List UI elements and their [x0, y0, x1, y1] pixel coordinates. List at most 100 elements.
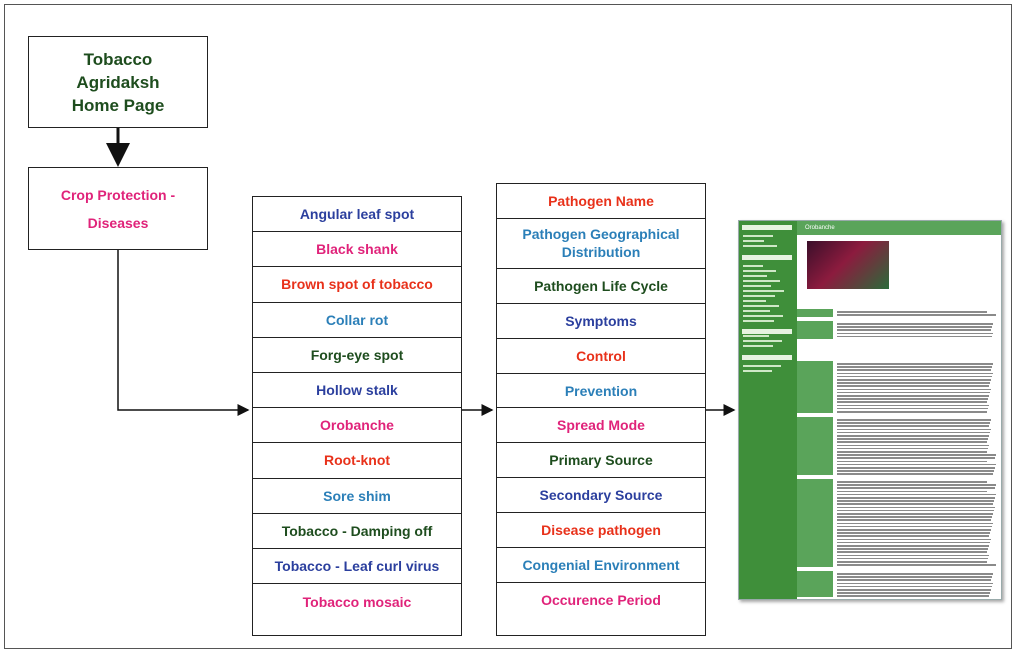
screenshot-sidebar-heading	[742, 355, 792, 360]
screenshot-text-line	[837, 444, 989, 447]
screenshot-text-line	[837, 422, 990, 424]
screenshot-sidebar-link	[743, 320, 774, 322]
attribute-item: Secondary Source	[497, 478, 705, 514]
screenshot-text-line	[837, 401, 987, 403]
screenshot-text-line	[837, 366, 992, 368]
screenshot-title: Orobanche	[805, 225, 835, 231]
screenshot-sidebar-link	[743, 335, 769, 337]
screenshot-text-line	[837, 447, 988, 450]
home-line-2: Agridaksh	[76, 72, 160, 92]
screenshot-text-line	[837, 326, 992, 328]
home-page-box: Tobacco Agridaksh Home Page	[28, 36, 208, 128]
screenshot-sidebar-link	[743, 245, 777, 247]
screenshot-text-line	[837, 441, 987, 443]
attribute-item: Pathogen Life Cycle	[497, 269, 705, 304]
disease-item: Root-knot	[253, 443, 461, 479]
screenshot-sidebar-link	[743, 365, 781, 367]
screenshot-sidebar-link	[743, 310, 770, 312]
screenshot-text-line	[837, 404, 989, 407]
screenshot-sidebar-link	[743, 345, 773, 347]
screenshot-sidebar-link	[743, 300, 766, 302]
screenshot-sidebar-link	[743, 235, 773, 237]
disease-item: Black shank	[253, 232, 461, 268]
attribute-item: Control	[497, 339, 705, 374]
screenshot-text-line	[837, 579, 991, 581]
screenshot-text-line	[837, 497, 995, 499]
screenshot-text-line	[837, 395, 989, 397]
screenshot-text-line	[837, 487, 995, 489]
attribute-item: Pathogen Geographical Distribution	[497, 219, 705, 269]
screenshot-text-line	[837, 438, 988, 440]
screenshot-text-line	[837, 398, 988, 400]
screenshot-text-line	[837, 473, 993, 475]
disease-item: Sore shim	[253, 479, 461, 514]
screenshot-text-line	[837, 369, 991, 371]
screenshot-text-line	[837, 595, 989, 597]
screenshot-plant-image	[807, 241, 889, 289]
attribute-item: Spread Mode	[497, 408, 705, 444]
home-line-1: Tobacco	[83, 49, 153, 69]
crop-protection-box: Crop Protection - Diseases	[28, 167, 208, 250]
screenshot-text-line	[837, 493, 996, 496]
screenshot-text-line	[837, 522, 993, 525]
screenshot-text-line	[837, 573, 993, 575]
screenshot-text-line	[837, 548, 988, 550]
crop-line-1: Crop Protection -	[60, 186, 176, 203]
screenshot-text-line	[837, 481, 987, 483]
screenshot-text-line	[837, 564, 996, 566]
attribute-item: Pathogen Name	[497, 184, 705, 219]
screenshot-text-line	[837, 411, 987, 413]
screenshot-text-line	[837, 431, 990, 434]
screenshot-text-line	[837, 375, 992, 378]
screenshot-text-line	[837, 382, 990, 384]
screenshot-text-line	[837, 525, 992, 528]
attribute-item: Disease pathogen	[497, 513, 705, 549]
screenshot-sidebar-link	[743, 270, 776, 272]
screenshot-text-line	[837, 561, 987, 563]
screenshot-text-line	[837, 372, 993, 375]
screenshot-sidebar	[739, 221, 797, 599]
screenshot-text-line	[837, 576, 992, 578]
screenshot-sidebar-link	[743, 340, 782, 342]
screenshot-text-line	[837, 592, 990, 594]
disease-item: Collar rot	[253, 303, 461, 338]
screenshot-text-line	[837, 407, 988, 410]
screenshot-row-label	[797, 361, 833, 413]
screenshot-row-label	[797, 417, 833, 475]
screenshot-text-line	[837, 463, 996, 466]
disease-item: Tobacco - Leaf curl virus	[253, 549, 461, 585]
screenshot-text-line	[837, 435, 989, 437]
crop-line-2: Diseases	[87, 214, 149, 231]
screenshot-text-line	[837, 554, 989, 557]
screenshot-text-line	[837, 460, 987, 463]
screenshot-sidebar-link	[743, 280, 780, 282]
screenshot-text-line	[837, 538, 991, 541]
screenshot-header: Orobanche	[797, 221, 1001, 235]
screenshot-text-line	[837, 451, 987, 453]
screenshot-sidebar-link	[743, 265, 763, 267]
screenshot-text-line	[837, 454, 996, 456]
screenshot-row-label	[797, 309, 833, 317]
screenshot-text-line	[837, 323, 993, 325]
screenshot-text-line	[837, 506, 995, 509]
screenshot-text-line	[837, 545, 989, 547]
screenshot-sidebar-link	[743, 285, 771, 287]
screenshot-text-line	[837, 551, 987, 553]
disease-item: Forg-eye spot	[253, 338, 461, 373]
screenshot-text-line	[837, 532, 990, 534]
screenshot-text-line	[837, 388, 991, 391]
screenshot-text-line	[837, 503, 993, 505]
screenshot-text-line	[837, 519, 991, 521]
screenshot-row-label	[797, 571, 833, 597]
attribute-item: Congenial Environment	[497, 548, 705, 583]
screenshot-text-line	[837, 335, 992, 338]
screenshot-text-line	[837, 329, 991, 331]
screenshot-text-line	[837, 419, 991, 421]
screenshot-text-line	[837, 385, 989, 387]
screenshot-text-line	[837, 513, 993, 515]
screenshot-text-line	[837, 391, 990, 394]
screenshot-text-line	[837, 425, 989, 427]
screenshot-text-line	[837, 589, 991, 591]
screenshot-text-line	[837, 428, 991, 431]
